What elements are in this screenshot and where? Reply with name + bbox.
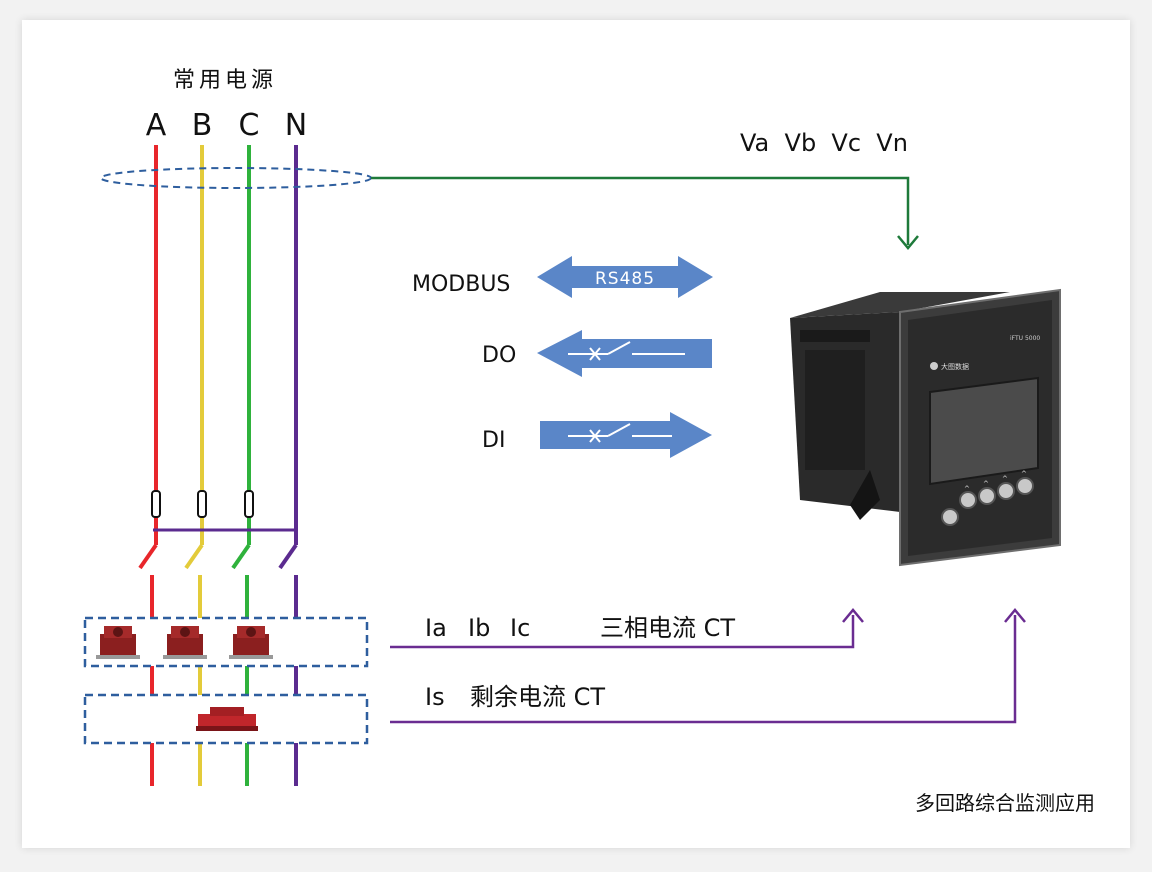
voltage-sampling-ellipse — [101, 168, 371, 188]
fuse-c — [245, 491, 253, 517]
device-model: iFTU 5000 — [1010, 335, 1040, 342]
device-screen — [930, 378, 1038, 484]
label-ib: Ib — [468, 614, 490, 642]
device-button-1 — [942, 509, 958, 525]
fuse-b — [198, 491, 206, 517]
phase-ct-label: 三相电流 CT — [600, 614, 735, 642]
di-arrow — [540, 412, 712, 458]
rs485-label: RS485 — [595, 269, 655, 289]
do-label: DO — [482, 343, 516, 368]
device-button-5 — [1017, 478, 1033, 494]
caption: 多回路综合监测应用 — [915, 791, 1095, 815]
residual-ct-label: 剩余电流 CT — [470, 683, 605, 711]
phase-label-a: A — [146, 108, 167, 143]
voltage-line — [371, 178, 908, 245]
breaker-blade-a — [140, 545, 156, 568]
di-label: DI — [482, 428, 505, 453]
do-arrow — [537, 330, 712, 377]
modbus-label: MODBUS — [412, 272, 510, 297]
device-up-icon: ^ — [1021, 470, 1027, 478]
breaker-blade-n — [280, 545, 296, 568]
device-button-3 — [979, 488, 995, 504]
phase-label-c: C — [239, 108, 260, 143]
label-ic: Ic — [510, 614, 530, 642]
phase-label-b: B — [192, 108, 213, 143]
label-is: Is — [425, 683, 445, 711]
fuse-a — [152, 491, 160, 517]
phase-label-n: N — [285, 108, 307, 143]
monitoring-device: ^ ^ ^ ^ 大图数据 iFTU 5000 — [790, 290, 1060, 565]
breaker-blade-b — [186, 545, 202, 568]
breaker-blade-c — [233, 545, 249, 568]
label-ia: Ia — [425, 614, 447, 642]
device-brand: 大图数据 — [941, 362, 969, 371]
device-button-2 — [960, 492, 976, 508]
device-logo-icon — [930, 362, 938, 370]
source-title: 常用电源 — [173, 68, 277, 93]
device-up-icon: ^ — [1002, 475, 1008, 483]
voltage-label: Va Vb Vc Vn — [740, 129, 908, 157]
device-up-icon: ^ — [983, 480, 989, 488]
device-up-icon: ^ — [964, 485, 970, 493]
device-button-4 — [998, 483, 1014, 499]
